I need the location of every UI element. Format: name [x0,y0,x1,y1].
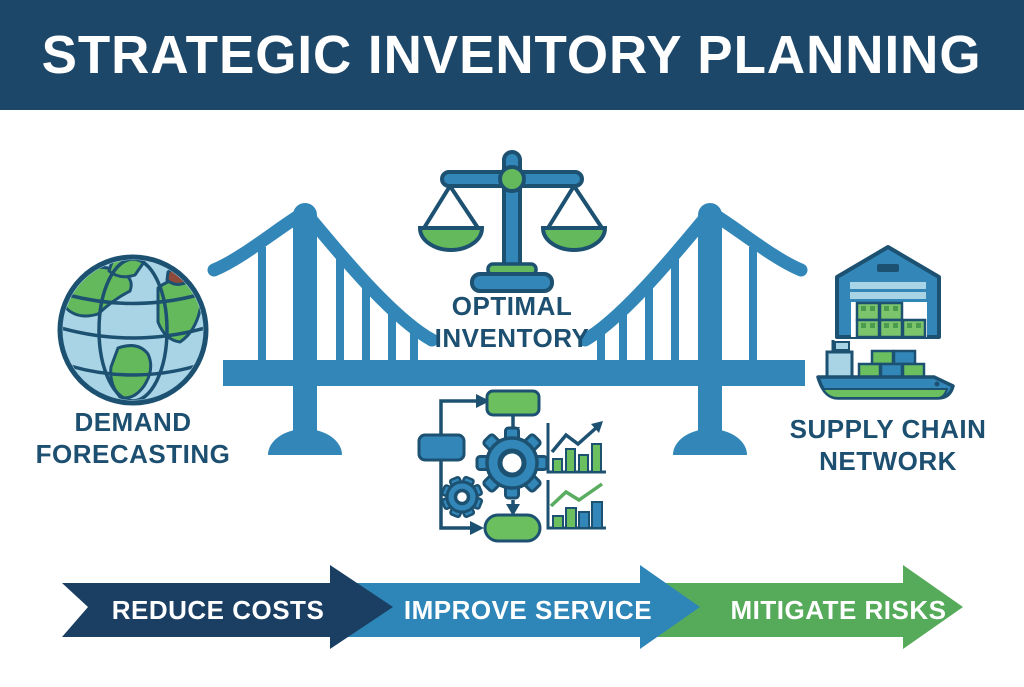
header-banner: STRATEGIC INVENTORY PLANNING [0,0,1024,110]
flowchart-gears-icon [417,389,549,543]
warehouse-cargo-ship-icon [816,245,955,400]
label-optimal-inventory: OPTIMAL INVENTORY [434,291,590,353]
label-supply-chain-network: SUPPLY CHAIN NETWORK [789,414,987,476]
arrow-improve-service-label: IMPROVE SERVICE [403,594,653,625]
page-title: STRATEGIC INVENTORY PLANNING [42,25,982,85]
balance-scale-icon [417,150,608,293]
globe-icon [57,254,209,406]
arrow-reduce-costs-label: REDUCE COSTS [111,594,325,625]
suspension-bridge-icon [207,203,808,455]
growth-charts-icon [546,421,606,530]
label-demand-forecasting: DEMAND FORECASTING [35,407,231,469]
arrow-mitigate-risks-label: MITIGATE RISKS [730,594,947,625]
